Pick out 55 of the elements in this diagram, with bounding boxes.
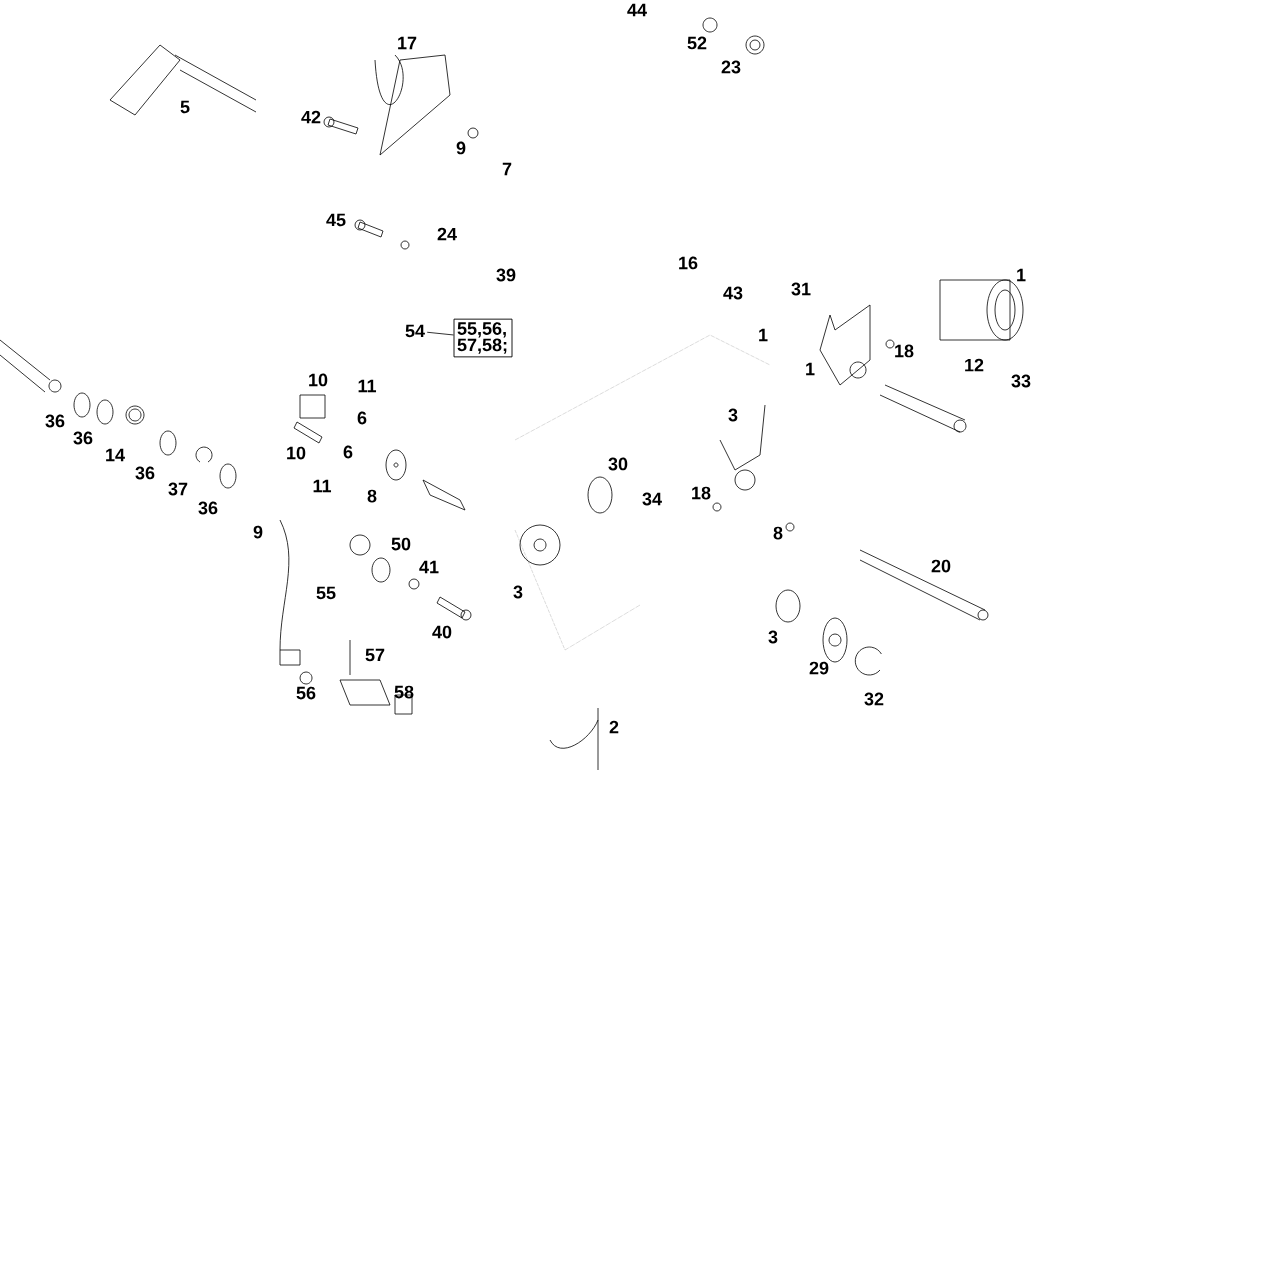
leader-line	[426, 331, 454, 336]
callout-number: 55	[316, 586, 336, 600]
callout-number: 32	[864, 692, 884, 706]
callout-number: 36	[45, 414, 65, 428]
callout-number: 14	[106, 448, 125, 462]
callout-number: 31	[791, 282, 811, 296]
callout-number: 36	[135, 466, 155, 480]
parts-list-box: 55,56, 57,58;	[453, 318, 513, 358]
callout-number: 12	[965, 358, 984, 372]
callout-number: 9	[253, 525, 263, 539]
callout-number: 50	[391, 537, 411, 551]
callout-number: 5	[180, 100, 190, 114]
callout-number: 23	[721, 60, 741, 74]
callout-number: 36	[198, 501, 218, 515]
callout-number: 10	[287, 446, 306, 460]
callout-number: 1	[1017, 268, 1026, 282]
callout-number: 56	[296, 686, 316, 700]
callout-number: 33	[1011, 374, 1031, 388]
callout-number: 8	[367, 489, 377, 503]
callout-number: 3	[728, 408, 738, 422]
callout-number: 20	[931, 559, 951, 573]
callout-number: 54	[405, 324, 425, 338]
callout-number: 9	[456, 141, 466, 155]
callout-number: 2	[609, 720, 619, 734]
callout-number: 57	[365, 648, 385, 662]
callout-number: 52	[687, 36, 707, 50]
callout-number: 42	[301, 110, 321, 124]
callout-number: 1	[759, 328, 768, 342]
callout-number: 40	[432, 625, 452, 639]
callout-number: 30	[608, 457, 628, 471]
callout-number: 3	[513, 585, 523, 599]
callout-number: 17	[398, 36, 417, 50]
callout-number: 11	[358, 379, 377, 393]
callout-number: 6	[343, 445, 353, 459]
callout-number: 6	[357, 411, 367, 425]
callout-number: 44	[627, 3, 647, 17]
callout-number: 37	[168, 482, 188, 496]
callout-number: 58	[394, 685, 414, 699]
callout-number: 7	[502, 162, 512, 176]
callout-number: 3	[768, 630, 778, 644]
callout-number: 16	[679, 256, 698, 270]
callout-number: 34	[642, 492, 662, 506]
callout-number: 41	[419, 560, 439, 574]
callout-number: 10	[309, 373, 328, 387]
callout-number: 18	[692, 486, 711, 500]
callout-number: 24	[437, 227, 457, 241]
callout-number: 36	[73, 431, 93, 445]
callout-number: 29	[809, 661, 829, 675]
callout-number: 18	[895, 344, 914, 358]
callout-number: 45	[326, 213, 346, 227]
callout-number: 43	[723, 286, 743, 300]
callout-number: 11	[313, 479, 332, 493]
callout-number: 8	[773, 526, 783, 540]
callout-number: 39	[496, 268, 516, 282]
callout-number: 1	[806, 362, 815, 376]
